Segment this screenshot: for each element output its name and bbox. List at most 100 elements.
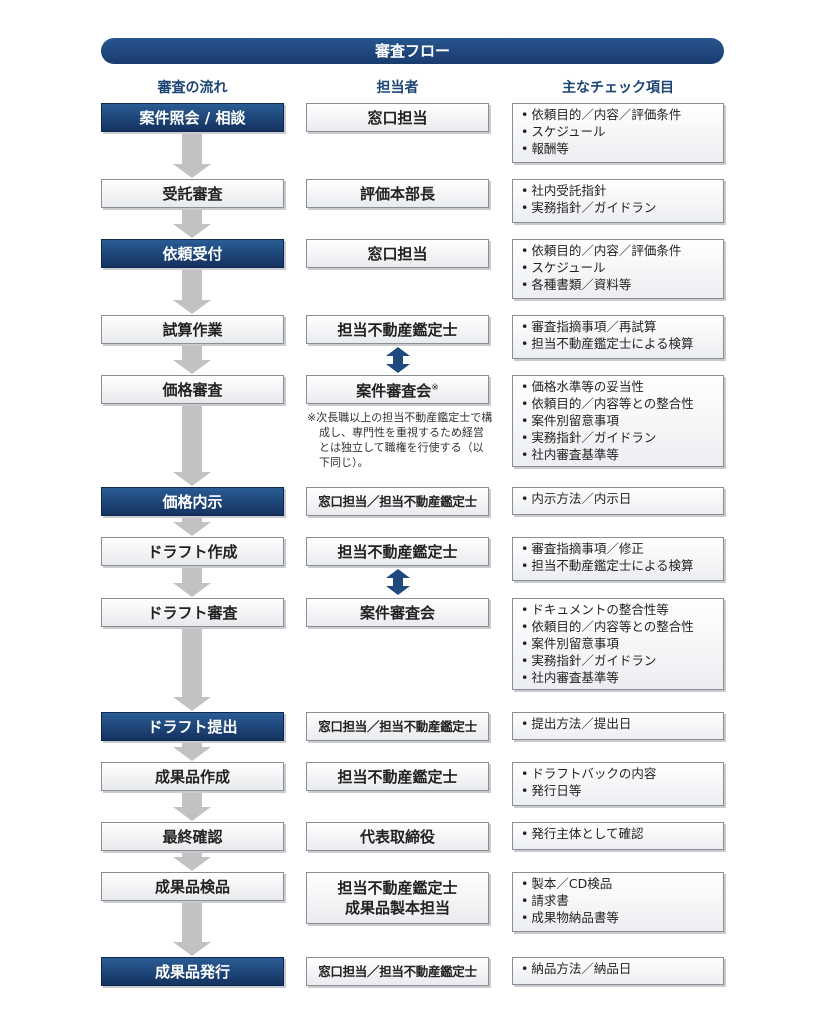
- flow-step: 成果品作成: [101, 762, 284, 791]
- check-item: 成果物納品書等: [521, 909, 723, 926]
- check-item: 発行日等: [521, 782, 723, 799]
- responsible-person-label: 代表取締役: [360, 827, 435, 847]
- responsible-person-text: 評価本部長: [359, 184, 435, 203]
- check-item: スケジュール: [521, 123, 723, 140]
- check-item: 社内審査基準等: [521, 446, 723, 463]
- check-item: 報酬等: [521, 140, 723, 157]
- responsible-person-label: 窓口担当: [367, 108, 427, 128]
- responsible-person-box: 担当不動産鑑定士: [306, 762, 489, 791]
- responsible-person-label: 評価本部長: [360, 184, 435, 204]
- responsible-person-box: 案件審査会※: [306, 375, 489, 404]
- check-item: 社内受託指針: [521, 182, 723, 199]
- review-committee-note: ※次長職以上の担当不動産鑑定士で構成し、専門性を重視するため経営とは独立して職権…: [307, 410, 493, 470]
- flow-arrow-head: [173, 697, 211, 711]
- responsible-person-box: 代表取締役: [306, 822, 489, 851]
- responsible-person-label: 案件審査会: [360, 603, 435, 623]
- flow-step-label: ドラフト作成: [147, 543, 238, 561]
- check-item: 担当不動産鑑定士による検算: [521, 335, 723, 352]
- check-item: 社内審査基準等: [521, 669, 723, 686]
- flow-step: ドラフト提出: [101, 712, 284, 741]
- responsible-person-box: 担当不動産鑑定士: [306, 537, 489, 566]
- check-items-box: 審査指摘事項／再試算担当不動産鑑定士による検算: [512, 315, 724, 359]
- responsible-person-text: 窓口担当／担当不動産鑑定士: [318, 718, 477, 734]
- responsible-person-text: 代表取締役: [359, 827, 435, 846]
- responsible-person-box: 担当不動産鑑定士成果品製本担当: [306, 872, 489, 924]
- responsible-person-text: 担当不動産鑑定士: [337, 542, 458, 561]
- flow-step: 価格内示: [101, 487, 284, 516]
- check-items-box: ドキュメントの整合性等依頼目的／内容等との整合性案件別留意事項実務指針／ガイドラ…: [512, 598, 724, 690]
- flow-arrow-shaft: [182, 901, 202, 942]
- responsible-person-text: 担当不動産鑑定士: [337, 879, 458, 897]
- responsible-person-text: 成果品製本担当: [344, 899, 450, 917]
- check-item: 各種書類／資料等: [521, 276, 723, 293]
- flow-step-label: 成果品検品: [154, 878, 230, 896]
- check-item: 価格水準等の妥当性: [521, 378, 723, 395]
- responsible-person-label: 案件審査会※: [356, 378, 439, 401]
- check-item: スケジュール: [521, 259, 723, 276]
- column-header-flow: 審査の流れ: [157, 80, 228, 96]
- flow-arrow-shaft: [182, 132, 202, 164]
- responsible-person-text: 窓口担当: [367, 108, 428, 127]
- flow-step-label: 価格審査: [162, 381, 223, 399]
- check-item: 納品方法／納品日: [521, 960, 723, 977]
- flow-arrow-shaft: [182, 741, 202, 747]
- responsible-person-box: 案件審査会: [306, 598, 489, 627]
- check-items-box: ドラフトバックの内容発行日等: [512, 762, 724, 806]
- responsible-person-label: 窓口担当: [367, 244, 427, 264]
- check-item: 請求書: [521, 892, 723, 909]
- flow-step: 試算作業: [101, 315, 284, 344]
- flow-arrow-shaft: [182, 208, 202, 224]
- responsible-person-text: 窓口担当／担当不動産鑑定士: [318, 493, 477, 509]
- check-item: 依頼目的／内容等との整合性: [521, 618, 723, 635]
- diagram-title: 審査フロー: [101, 38, 724, 64]
- responsible-person-box: 担当不動産鑑定士: [306, 315, 489, 344]
- flow-step-label: 試算作業: [162, 321, 223, 339]
- flow-step: 依頼受付: [101, 239, 284, 268]
- responsible-person-label: 窓口担当／担当不動産鑑定士: [318, 717, 477, 737]
- check-item: 案件別留意事項: [521, 635, 723, 652]
- responsible-person-box: 窓口担当／担当不動産鑑定士: [306, 487, 489, 516]
- responsible-person-text: 窓口担当: [367, 244, 428, 263]
- flow-arrow-shaft: [182, 791, 202, 807]
- double-arrow-icon: [386, 347, 410, 373]
- responsible-person-text: 案件審査会: [359, 603, 435, 622]
- flow-step-label: 依頼受付: [162, 245, 223, 263]
- check-items-box: 発行主体として確認: [512, 822, 724, 850]
- check-item: 製本／CD検品: [521, 875, 723, 892]
- check-item: 担当不動産鑑定士による検算: [521, 557, 723, 574]
- flow-step: 成果品発行: [101, 957, 284, 986]
- check-item: 提出方法／提出日: [521, 715, 723, 732]
- check-items-box: 依頼目的／内容／評価条件スケジュール報酬等: [512, 103, 724, 163]
- responsible-person-label: 担当不動産鑑定士: [337, 878, 457, 898]
- flow-step: 受託審査: [101, 179, 284, 208]
- flow-step: 価格審査: [101, 375, 284, 404]
- flow-step: ドラフト作成: [101, 537, 284, 566]
- check-item: 内示方法／内示日: [521, 490, 723, 507]
- flow-step-label: 価格内示: [162, 493, 223, 511]
- check-items-box: 価格水準等の妥当性依頼目的／内容等との整合性案件別留意事項実務指針／ガイドラン社…: [512, 375, 724, 467]
- flow-step-label: 受託審査: [162, 185, 223, 203]
- check-item: 実務指針／ガイドラン: [521, 429, 723, 446]
- flow-step-label: 最終確認: [162, 828, 223, 846]
- flow-arrow-head: [173, 807, 211, 821]
- responsible-person-text: 窓口担当／担当不動産鑑定士: [318, 963, 477, 979]
- check-items-box: 製本／CD検品請求書成果物納品書等: [512, 872, 724, 932]
- column-header-checks: 主なチェック項目: [562, 80, 674, 96]
- check-items-box: 納品方法／納品日: [512, 957, 724, 985]
- flow-arrow-head: [173, 942, 211, 956]
- responsible-person-box: 窓口担当: [306, 239, 489, 268]
- flow-arrow-head: [173, 857, 211, 871]
- flow-arrow-head: [173, 747, 211, 761]
- double-arrow-icon: [386, 569, 410, 595]
- flow-step: 最終確認: [101, 822, 284, 851]
- note-text: ※次長職以上の担当不動産鑑定士で構成し、専門性を重視するため経営とは独立して職権…: [307, 411, 493, 469]
- responsible-person-box: 評価本部長: [306, 179, 489, 208]
- flow-arrow-shaft: [182, 344, 202, 360]
- flow-arrow-head: [173, 522, 211, 536]
- flow-arrow-head: [173, 300, 211, 314]
- flow-arrow-shaft: [182, 566, 202, 583]
- check-item: 依頼目的／内容／評価条件: [521, 242, 723, 259]
- flow-arrow-shaft: [182, 851, 202, 857]
- check-items-box: 内示方法／内示日: [512, 487, 724, 515]
